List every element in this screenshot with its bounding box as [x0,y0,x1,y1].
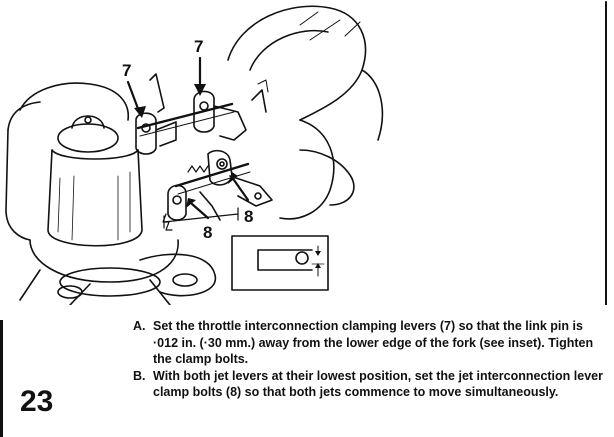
step-text: Set the throttle interconnection clampin… [153,319,594,366]
manifold-hose-upper [227,5,367,121]
carb-base-flange [19,269,171,305]
chamber-shading [57,171,131,241]
jet-link-right [229,175,273,207]
dimension-lines [163,207,239,229]
callout-arrows [126,56,250,220]
arrowhead-lever-right [194,84,206,96]
carburettor-drawing: 7 7 8 8 [5,1,607,305]
step-letter: A. [133,319,146,333]
carburettor-illustration: 7 7 8 8 [5,1,607,305]
clamp-lever-left [135,112,157,155]
inset-fork [257,249,313,271]
step-text: With both jet levers at their lowest pos… [153,368,603,400]
jet-link-pin [254,192,262,200]
piston-chamber-top [51,149,139,160]
carb-float-chamber [59,267,161,297]
arrowhead-jet-right [228,172,238,184]
inset-diagram [231,235,329,291]
stop-screw [251,89,267,113]
throttle-shaft [136,102,234,130]
carb-mount-hole [57,285,83,299]
inset-frame [231,235,329,291]
carb-mount-right [139,253,217,297]
jet-link-left [199,191,221,221]
jet-shaft-lower [177,171,251,195]
dashpot-damper-knob [84,116,92,124]
hose-clip-lines [299,11,361,41]
lever-arm-left [155,121,177,147]
manifold-flange [299,149,355,206]
instruction-step-b: B. With both jet levers at their lowest … [133,368,603,401]
callout-8-lower: 8 [203,223,212,242]
instruction-list: A. Set the throttle interconnection clam… [133,318,603,401]
dimension-line [163,213,239,223]
manifold-outlet [279,119,335,220]
callout-7-left: 7 [122,61,131,80]
arrow-jet-right [232,178,250,202]
jet-clamp-bolt-right-center [219,161,225,167]
spring-bracket [149,73,165,113]
jet-lever-left [167,184,187,221]
dashpot-nut [71,115,105,129]
stop-screw-head [257,79,269,93]
arrow-jet-left [190,202,210,220]
arrowhead-lever-left [134,106,146,118]
return-spring-left [187,165,209,173]
clamp-bolt-right [199,101,209,111]
margin-rule [0,320,3,437]
carb-top-left [19,82,130,121]
instruction-step-a: A. Set the throttle interconnection clam… [133,318,603,368]
carb-left-body [5,129,31,241]
piston-chamber [47,149,143,247]
carb-mount-hole-right [172,273,198,287]
jet-shaft [174,162,250,188]
page-number: 23 [20,385,54,418]
manifold-hose-inner [249,29,329,71]
manifold-side [361,69,384,141]
clamp-bolt-left [141,123,151,133]
inset-link-pin [295,251,309,265]
step-letter: B. [133,368,146,383]
lever-arm-right [213,105,247,141]
dashpot-cap [57,123,119,153]
callout-8-right: 8 [244,207,253,226]
jet-clamp-bolt-right [216,158,228,170]
inset-gap-arrowhead-bottom [315,263,321,268]
arrowhead-jet-left [186,198,196,208]
inset-gap-arrowhead-top [315,251,321,256]
carb-base [29,239,179,283]
callout-7-right: 7 [194,37,203,56]
carb-left-rim [7,101,41,131]
jet-clamp-bolt-left [172,195,182,205]
